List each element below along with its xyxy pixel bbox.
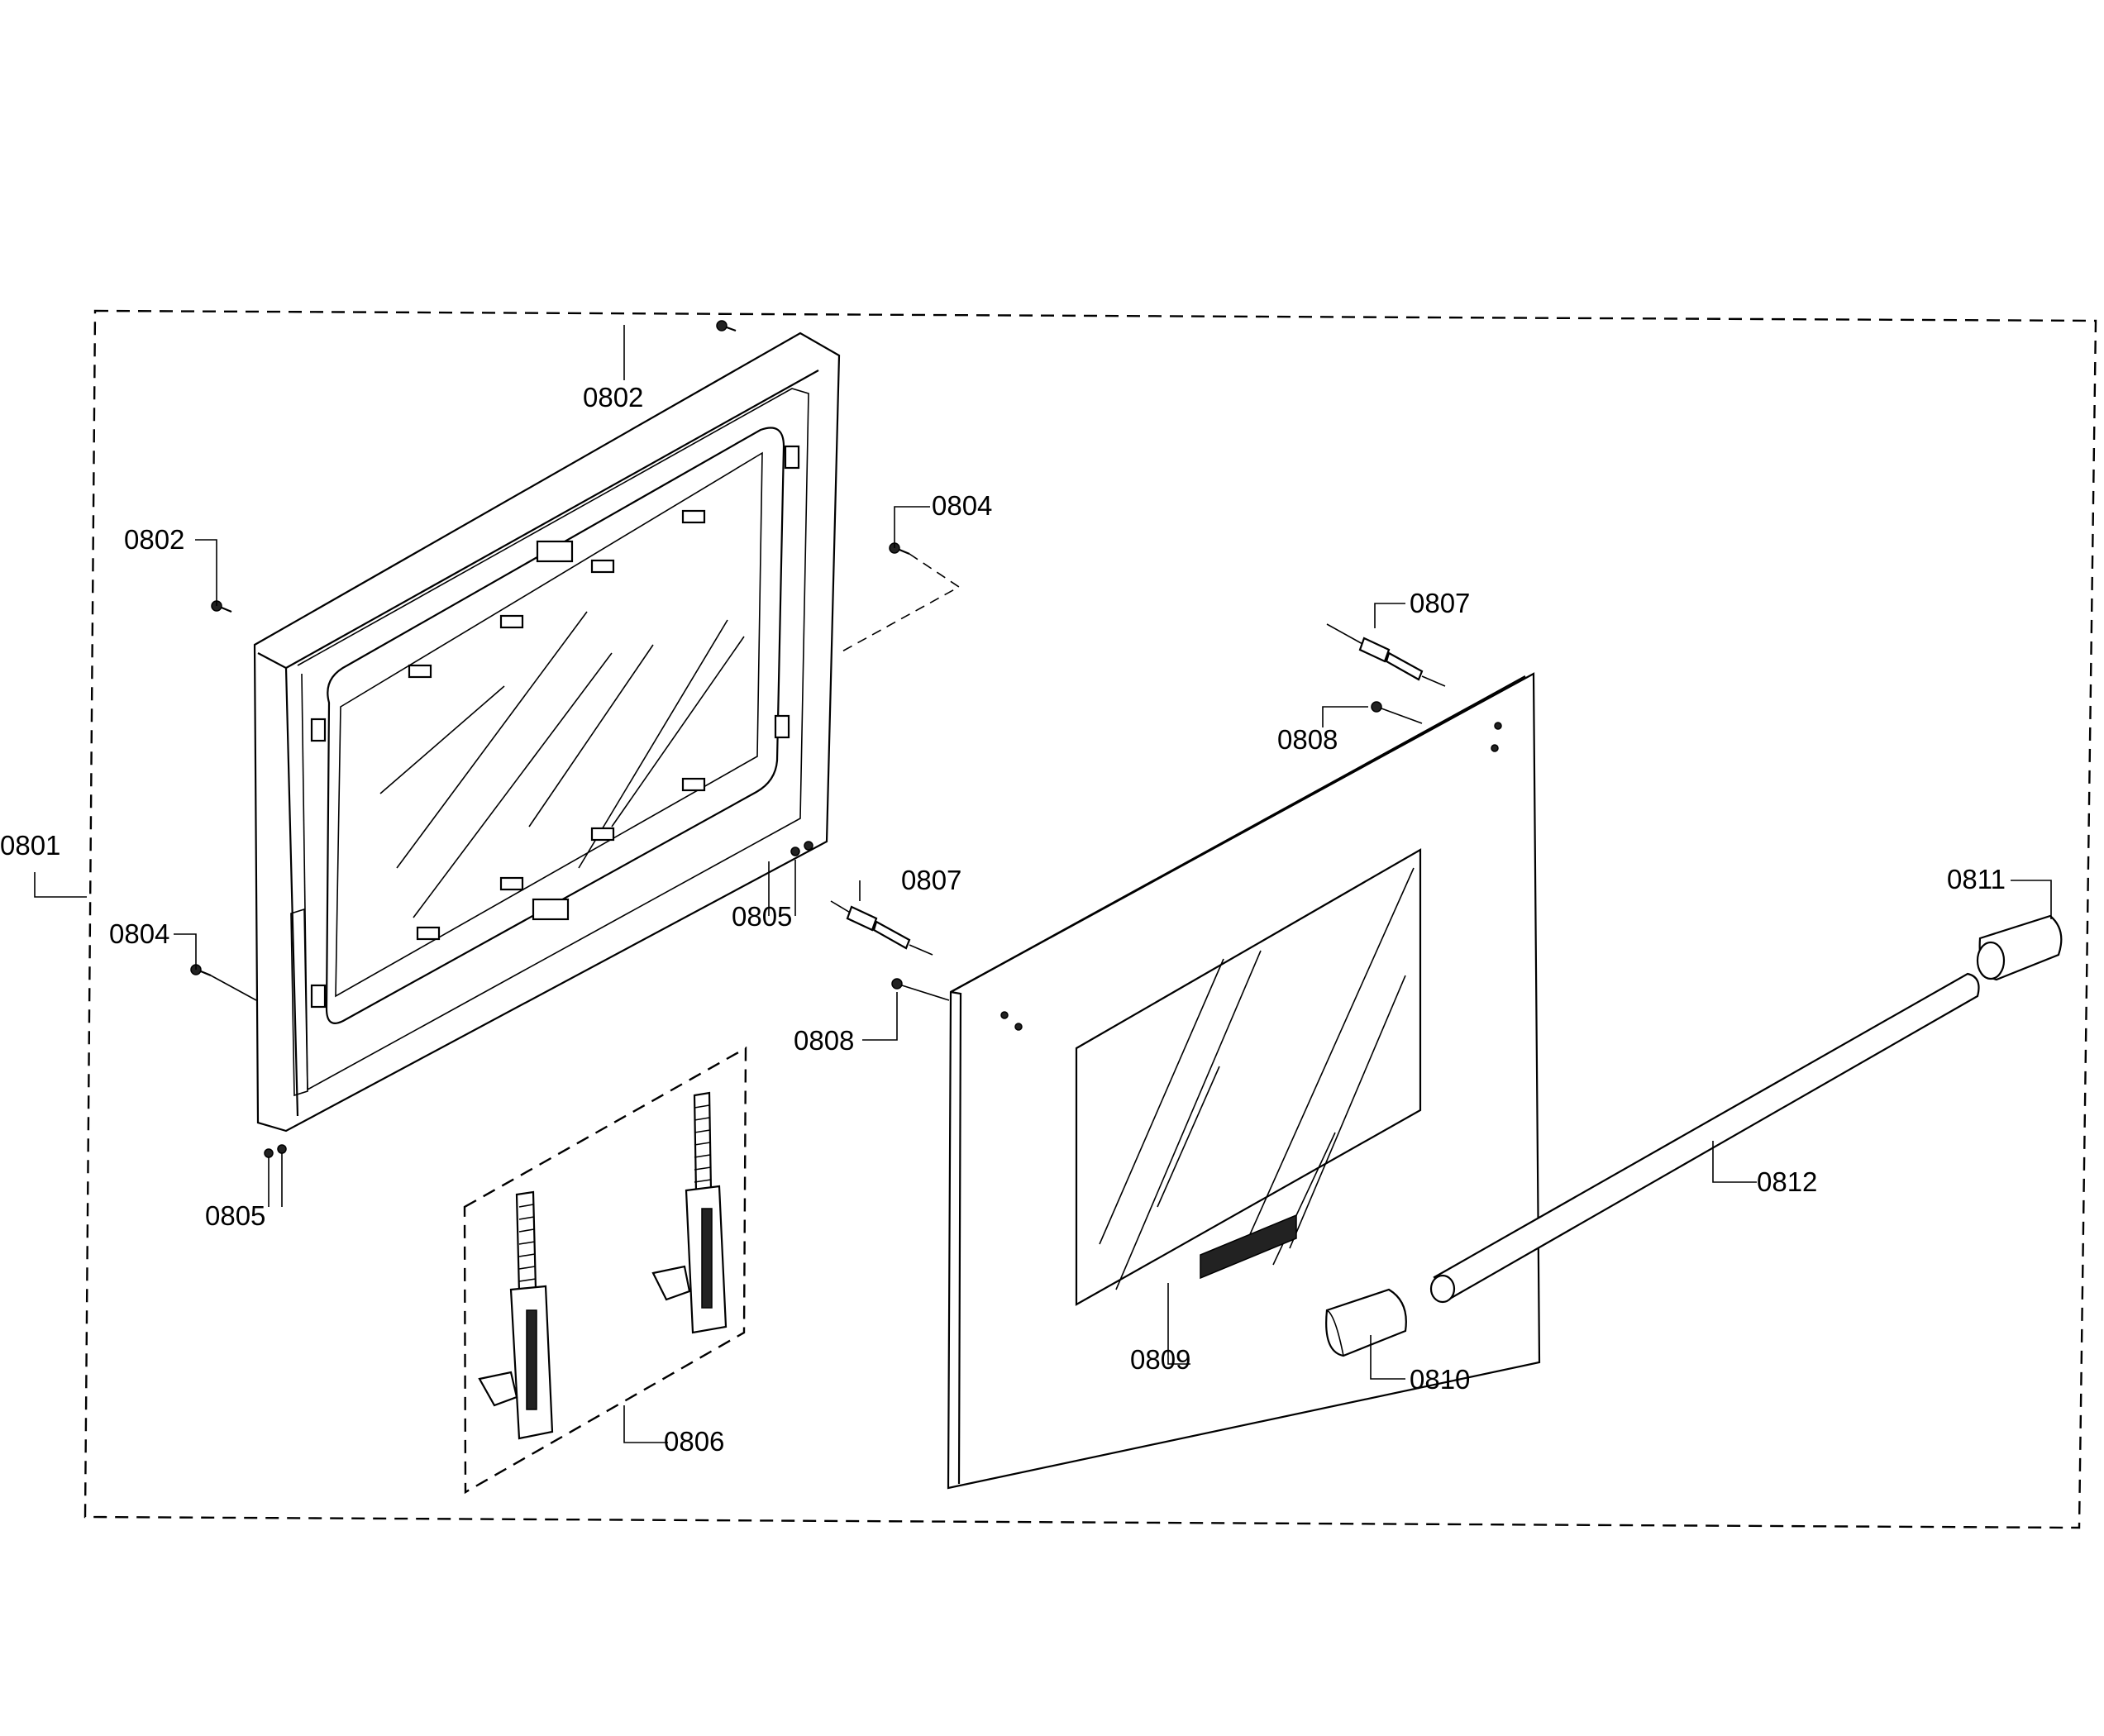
handle-end-cap-0810 — [1325, 1288, 1407, 1357]
label-0810: 0810 — [1410, 1364, 1470, 1395]
label-0812: 0812 — [1757, 1166, 1817, 1197]
assembly-line-0804-left — [210, 975, 257, 1001]
hinge-pin-0807-mid — [830, 900, 933, 956]
screw-0805-right — [790, 841, 813, 856]
label-0806: 0806 — [664, 1426, 724, 1457]
screw-0805-left — [264, 1144, 287, 1158]
inner-door-frame — [253, 331, 841, 1133]
label-0805-left: 0805 — [205, 1200, 265, 1231]
leader-lines — [34, 325, 2052, 1443]
screw-0804-left — [190, 964, 212, 977]
screw-0802-top — [716, 320, 737, 332]
hinge-right — [651, 1091, 728, 1334]
hinge-pin-0807-top — [1326, 623, 1446, 687]
label-0805-right: 0805 — [732, 901, 792, 932]
screw-0808-mid — [891, 978, 950, 1001]
label-0802-left: 0802 — [124, 524, 184, 555]
label-0808-top: 0808 — [1277, 724, 1338, 755]
screw-0804-right — [889, 542, 910, 556]
outer-door-panel — [947, 672, 1541, 1490]
label-0804-left: 0804 — [109, 918, 169, 949]
label-0807-mid: 0807 — [901, 865, 961, 895]
screw-0808-top — [1371, 701, 1423, 724]
assembly-line-0804-right — [838, 553, 961, 654]
handle-bar-0812 — [1429, 972, 1980, 1304]
assembly-boundary — [83, 309, 2097, 1529]
label-0804-right: 0804 — [932, 490, 992, 521]
label-0809: 0809 — [1130, 1344, 1190, 1375]
label-0811: 0811 — [1947, 864, 2006, 894]
handle-end-cap-0811 — [1976, 914, 2063, 981]
label-0801: 0801 — [0, 830, 60, 861]
hinge-group-boundary — [463, 1046, 747, 1495]
label-0807-top: 0807 — [1410, 588, 1470, 618]
label-0808-mid: 0808 — [794, 1025, 854, 1056]
hinge-left — [478, 1190, 554, 1440]
screw-0802-left — [211, 600, 232, 613]
label-0802-top: 0802 — [583, 382, 643, 413]
